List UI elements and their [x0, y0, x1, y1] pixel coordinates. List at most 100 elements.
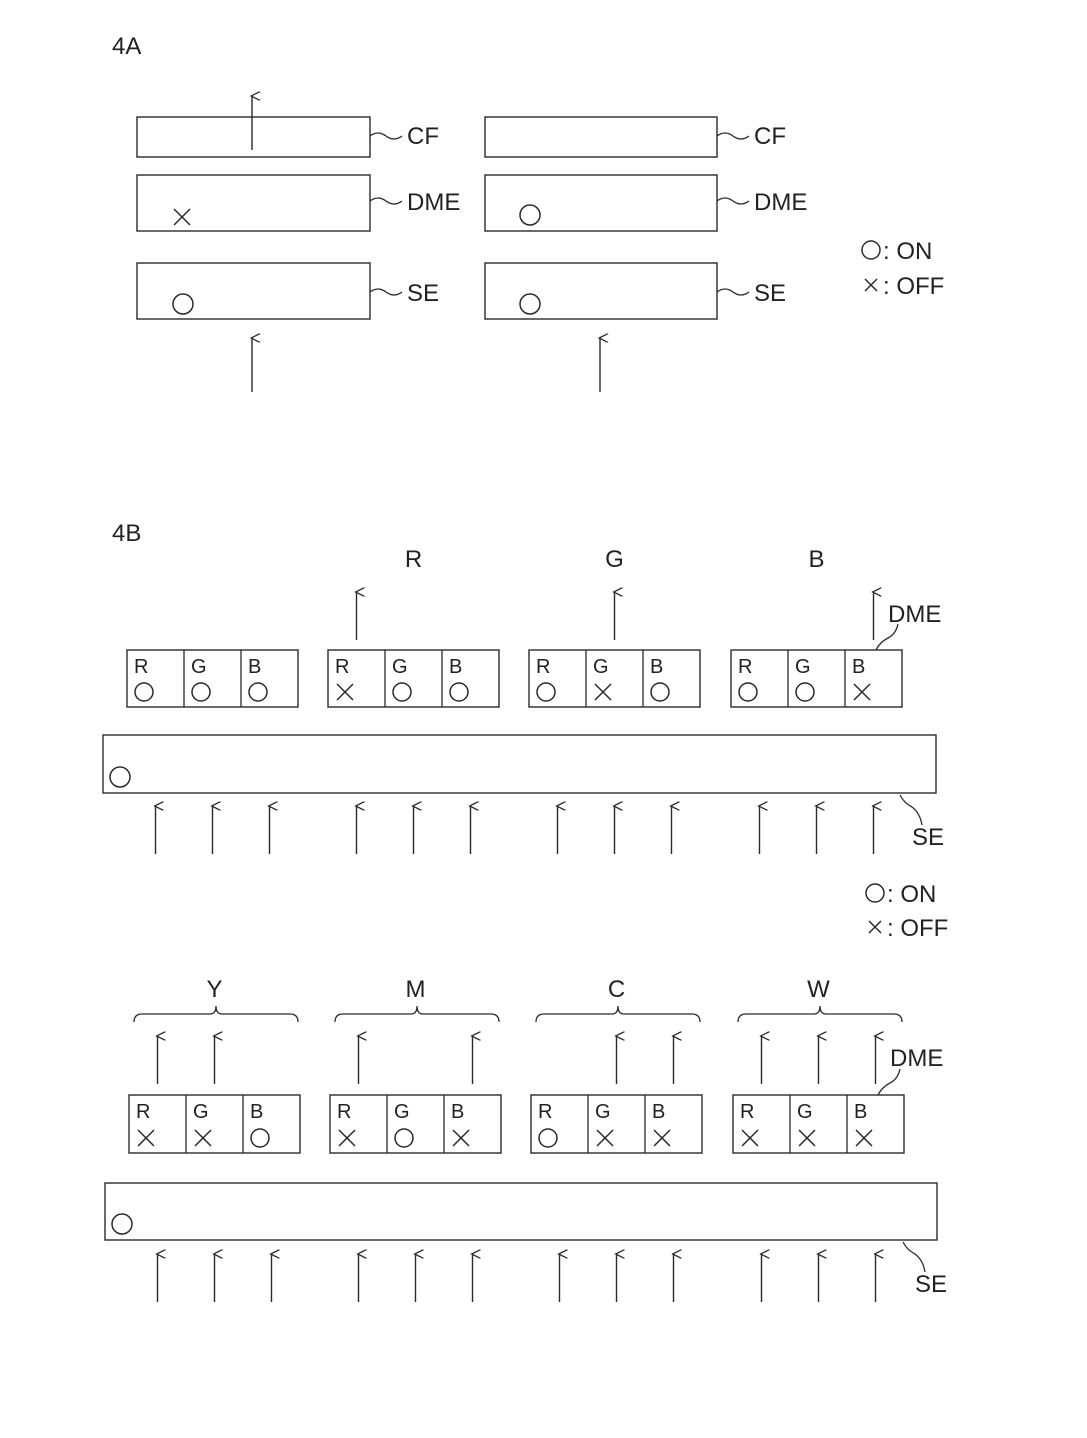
- cell-letter: B: [449, 656, 462, 678]
- dme-cell-g: G: [186, 1036, 215, 1302]
- dme-cell-b: B: [442, 650, 471, 854]
- fig-4b-top: DME SE RGBRGBRRGBGRGBB: [103, 546, 944, 854]
- pixel-group-2: R G B M: [330, 976, 501, 1302]
- dme-cell-r: R: [740, 1036, 762, 1302]
- cell-letter: G: [593, 656, 609, 678]
- cell-letter: B: [854, 1101, 867, 1123]
- cell-letter: G: [595, 1101, 611, 1123]
- dme-cell-g: G: [788, 650, 817, 854]
- cell-letter: R: [740, 1101, 754, 1123]
- pixel-group-4: R G B W: [733, 976, 904, 1302]
- dme-label: DME: [754, 189, 807, 216]
- dme-group-box: [328, 650, 499, 707]
- output-color-label: R: [405, 546, 422, 573]
- fig-4a-label: 4A: [112, 33, 141, 60]
- se-layer: [137, 263, 370, 319]
- cell-letter: B: [652, 1101, 665, 1123]
- on-circle-mark: [520, 205, 540, 225]
- off-cross-mark: [597, 1130, 613, 1146]
- cell-letter: R: [335, 656, 349, 678]
- group-brace: [335, 1006, 499, 1022]
- se-leader-line: [900, 795, 922, 825]
- se-on-circle: [112, 1214, 132, 1234]
- dme-cell-r: R: [136, 1036, 158, 1302]
- cell-letter: R: [738, 656, 752, 678]
- off-cross-mark: [339, 1130, 355, 1146]
- output-color-label: B: [808, 546, 824, 573]
- cf-layer: [137, 117, 370, 157]
- output-color-label: W: [807, 976, 830, 1003]
- fig-4b: 4B DME SE RGBRGBRRGBGRGBB : ON : OFF DME: [103, 520, 948, 1302]
- dme-cell-b: B: [845, 592, 874, 854]
- legend-4b: : ON : OFF: [866, 881, 948, 942]
- output-color-label: M: [406, 976, 426, 1003]
- on-circle-mark: [739, 683, 757, 701]
- cell-letter: R: [536, 656, 550, 678]
- se-label: SE: [915, 1271, 947, 1298]
- pixel-group-1: RGB: [127, 650, 298, 854]
- off-cross-mark: [174, 209, 190, 225]
- dme-cell-b: B: [645, 1036, 674, 1302]
- off-cross-mark: [854, 684, 870, 700]
- dme-cell-r: R: [134, 656, 156, 854]
- cell-letter: R: [538, 1101, 552, 1123]
- cf-layer: [485, 117, 717, 157]
- dme-cell-g: G: [387, 1095, 416, 1302]
- dme-layer: [137, 175, 370, 231]
- off-cross-mark: [799, 1130, 815, 1146]
- dme-label: DME: [407, 189, 460, 216]
- dme-cell-b: B: [643, 650, 672, 854]
- on-circle-mark: [520, 294, 540, 314]
- on-circle-mark: [192, 683, 210, 701]
- pixel-group-3: R G B G: [529, 546, 700, 854]
- pixel-group-1: RGBY: [129, 976, 300, 1302]
- dme-group-box: [531, 1095, 702, 1153]
- output-color-label: G: [605, 546, 624, 573]
- fig-4b-bottom: DME SE RGBYRGBMRGBCRGBW: [105, 976, 947, 1302]
- cell-letter: B: [250, 1101, 263, 1123]
- dme-cell-g: G: [586, 592, 615, 854]
- dme-group-box: [733, 1095, 904, 1153]
- legend-off-label: : OFF: [883, 273, 944, 300]
- dme-group-box: [731, 650, 902, 707]
- on-circle-mark: [249, 683, 267, 701]
- cell-letter: B: [451, 1101, 464, 1123]
- off-cross-mark: [856, 1130, 872, 1146]
- off-cross-mark: [138, 1130, 154, 1146]
- off-cross-mark: [195, 1130, 211, 1146]
- leader-line: [370, 289, 402, 295]
- cell-letter: G: [795, 656, 811, 678]
- cf-label: CF: [407, 123, 439, 150]
- group-brace: [738, 1006, 902, 1022]
- se-layer: [485, 263, 717, 319]
- cell-letter: B: [852, 656, 865, 678]
- cell-letter: B: [650, 656, 663, 678]
- on-circle-mark: [173, 294, 193, 314]
- dme-cell-b: B: [241, 650, 270, 854]
- dme-group-box: [129, 1095, 300, 1153]
- cell-letter: R: [337, 1101, 351, 1123]
- pixel-group-4: R G B B: [731, 546, 902, 854]
- fig-4a: 4A CF DME SE: [112, 33, 944, 392]
- off-cross-mark: [595, 684, 611, 700]
- cell-letter: R: [134, 656, 148, 678]
- cell-letter: R: [136, 1101, 150, 1123]
- leader-line: [717, 198, 749, 204]
- pixel-group-3: RGBC: [531, 976, 702, 1302]
- dme-layer: [485, 175, 717, 231]
- legend-on-circle: [866, 884, 884, 902]
- legend-on-circle: [862, 241, 880, 259]
- on-circle-mark: [651, 683, 669, 701]
- dme-group-box: [330, 1095, 501, 1153]
- dme-cell-r: R: [536, 656, 558, 854]
- group-brace: [134, 1006, 298, 1022]
- dme-cell-r: R: [538, 1101, 560, 1302]
- on-circle-mark: [450, 683, 468, 701]
- on-circle-mark: [395, 1129, 413, 1147]
- dme-cell-r: R: [335, 592, 357, 854]
- fig-4a-column-2: CF DME SE: [485, 117, 807, 392]
- leader-line: [370, 133, 402, 139]
- dme-cell-g: G: [790, 1036, 819, 1302]
